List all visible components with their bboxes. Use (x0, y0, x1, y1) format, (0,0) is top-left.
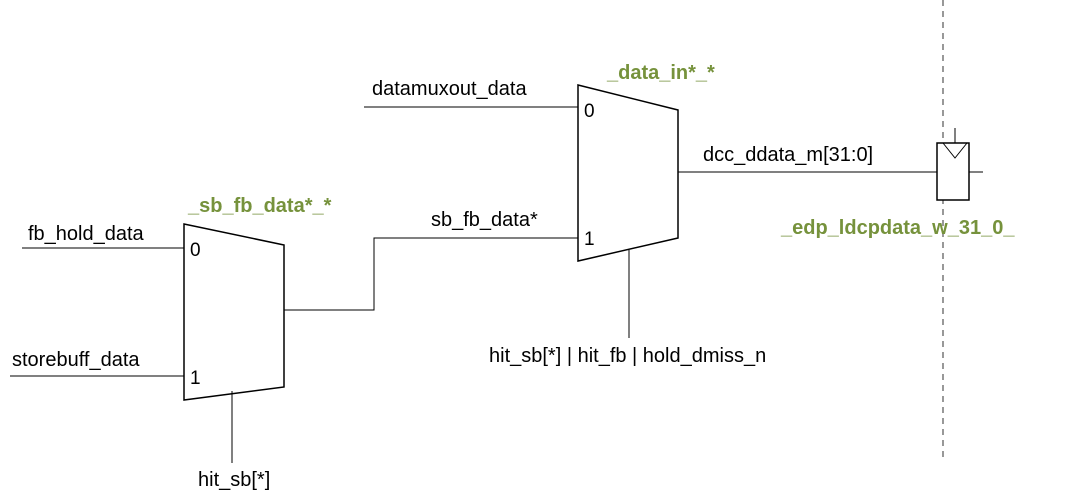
mux-data-in-input1-pin: 1 (584, 229, 595, 250)
signal-label-datamuxout-data: datamuxout_data (372, 78, 527, 100)
mux-data-in-input0-pin: 0 (584, 101, 595, 122)
flop-register[interactable] (936, 142, 970, 201)
wire-sb-fb-data (284, 237, 578, 311)
signal-label-dcc-ddata-m: dcc_ddata_m[31:0] (703, 144, 873, 166)
signal-label-sb-fb-data: sb_fb_data* (431, 209, 538, 231)
signal-label-hit-sb: hit_sb[*] (198, 469, 270, 491)
mux-sb-fb-data[interactable] (183, 223, 285, 401)
mux-data-in-instance-label: _data_in*_* (606, 62, 715, 84)
signal-label-sel-data-in: hit_sb[*] | hit_fb | hold_dmiss_n (489, 345, 766, 367)
mux-sb-fb-input1-pin: 1 (190, 368, 201, 389)
mux-sb-fb-instance-label: _sb_fb_data*_* (187, 195, 332, 217)
mux-data-in[interactable] (577, 84, 679, 262)
flop-instance-label: _edp_ldcpdata_w_31_0_ (780, 217, 1015, 239)
signal-label-fb-hold-data: fb_hold_data (28, 223, 145, 245)
mux-sb-fb-input0-pin: 0 (190, 240, 201, 261)
signal-label-storebuff-data: storebuff_data (12, 349, 140, 371)
flop-clock-marker (942, 142, 968, 159)
